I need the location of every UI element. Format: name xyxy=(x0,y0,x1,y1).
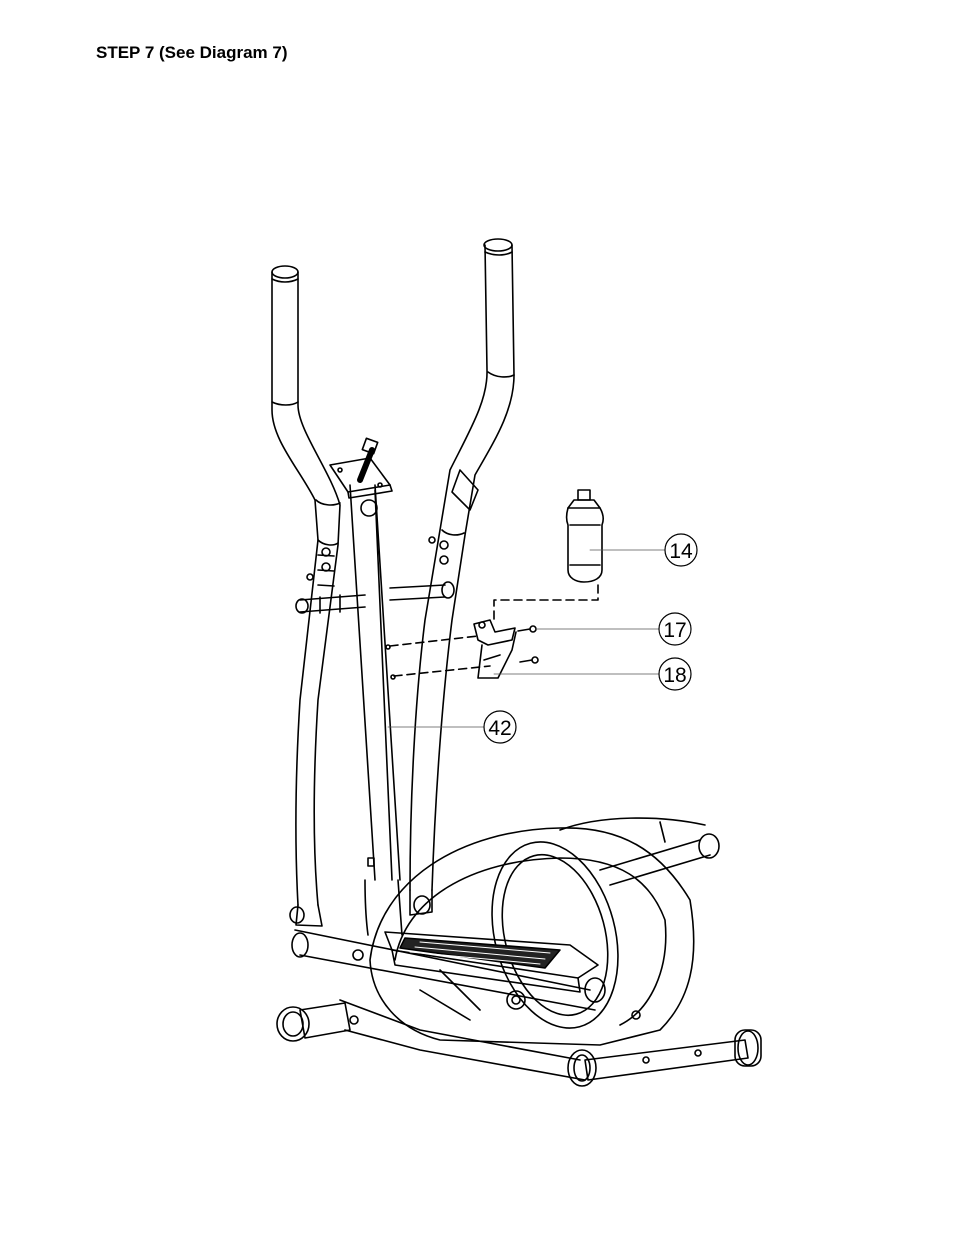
water-bottle xyxy=(567,490,604,582)
console-cable xyxy=(360,450,372,480)
left-handlebar xyxy=(272,266,340,926)
callout-leaders xyxy=(388,550,665,727)
rear-stabilizer xyxy=(568,1030,761,1086)
callout-14-label: 14 xyxy=(669,540,693,563)
flywheel-housing xyxy=(370,828,694,1045)
callout-18-label: 18 xyxy=(663,664,686,687)
front-stabilizer xyxy=(277,1000,585,1080)
callout-17-label: 17 xyxy=(663,619,686,642)
callout-42: 42 xyxy=(484,711,516,743)
callout-42-label: 42 xyxy=(488,717,511,740)
bottle-holder xyxy=(474,620,516,678)
screws xyxy=(518,626,538,663)
center-mast xyxy=(350,485,402,935)
right-handlebar xyxy=(410,239,514,915)
callout-18: 18 xyxy=(659,658,691,690)
callout-17: 17 xyxy=(659,613,691,645)
callout-14: 14 xyxy=(665,534,697,566)
